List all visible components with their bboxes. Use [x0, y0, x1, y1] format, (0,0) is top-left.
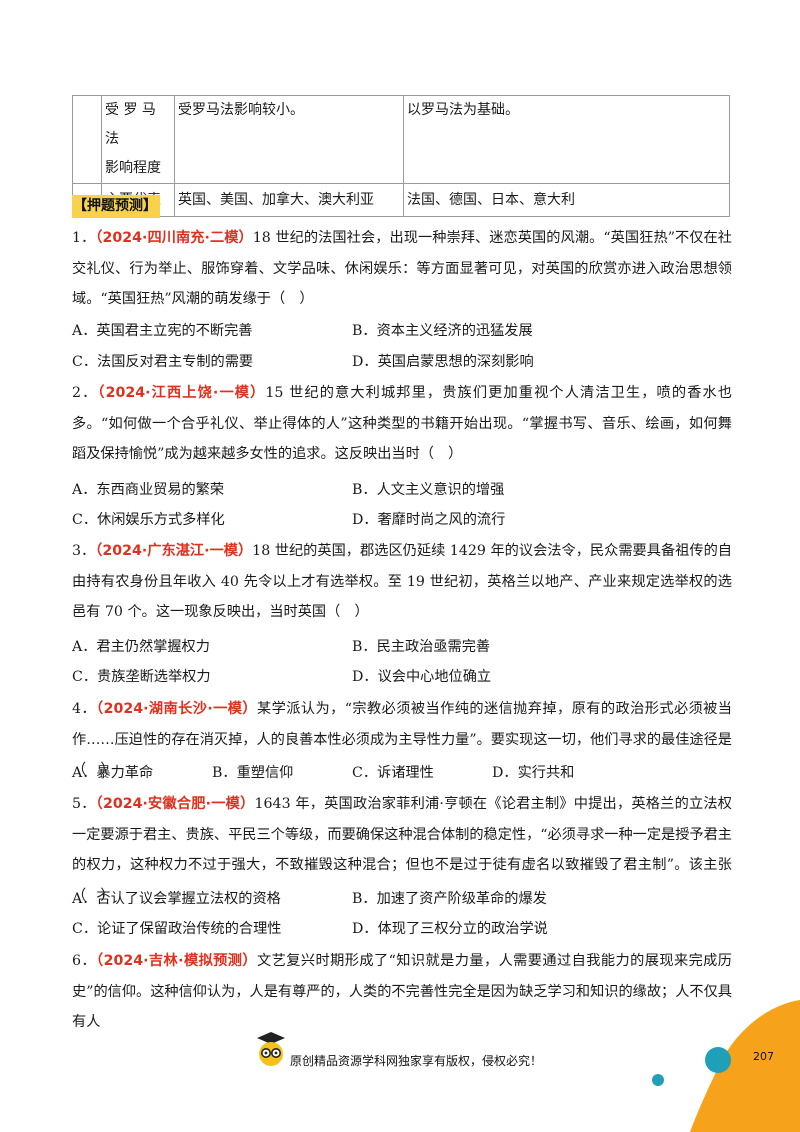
- question-stem: 1643 年，英国政治家菲利浦·亨顿在《论君主制》中提出，英格兰的立法权一定要源…: [72, 796, 732, 904]
- question-source: （2024·吉林·模拟预测）: [96, 953, 258, 969]
- row-label-line1: 受 罗 马 法: [105, 102, 156, 147]
- question-5: 5．（2024·安徽合肥·一模）1643 年，英国政治家菲利浦·亨顿在《论君主制…: [72, 796, 732, 904]
- table-cell: 受罗马法影响较小。: [174, 95, 404, 184]
- question-stem: 文艺复兴时期形成了“知识就是力量，人需要通过自我能力的展现来完成历史”的信仰。这…: [72, 953, 732, 1030]
- table-row: 主要代表 英国、美国、加拿大、澳大利亚 法国、德国、日本、意大利: [72, 183, 730, 217]
- option-a: A．暴力革命: [72, 765, 154, 781]
- page-number: 207: [753, 1050, 774, 1063]
- option-c: C．贵族垄断选举权力: [72, 669, 211, 685]
- copyright-notice: 原创精品资源学科网独家享有版权，侵权必究！: [290, 1054, 543, 1068]
- table-cell: 以罗马法为基础。: [403, 95, 730, 184]
- table-cell: 法国、德国、日本、意大利: [403, 183, 730, 217]
- option-b: B．民主政治亟需完善: [352, 639, 491, 655]
- option-d: D．议会中心地位确立: [352, 669, 492, 685]
- question-source: （2024·湖南长沙·一模）: [96, 701, 258, 717]
- mascot-icon: [257, 1032, 285, 1066]
- option-c: C．诉诸理性: [352, 765, 434, 781]
- row-label-line2: 影响程度: [105, 160, 161, 176]
- option-d: D．英国启蒙思想的深刻影响: [352, 354, 534, 370]
- option-b: B．人文主义意识的增强: [352, 482, 505, 498]
- option-a: A．否认了议会掌握立法权的资格: [72, 891, 281, 907]
- question-stem: 18 世纪的法国社会，出现一种崇拜、迷恋英国的风潮。“英国狂热”不仅在社交礼仪、…: [72, 230, 732, 307]
- question-source: （2024·安徽合肥·一模）: [95, 796, 255, 812]
- question-stem: 某学派认为，“宗教必须被当作纯的迷信抛弃掉，原有的政治形式必须被当作……压迫性的…: [72, 701, 732, 778]
- option-b: B．资本主义经济的迅猛发展: [352, 323, 533, 339]
- question-1: 1．（2024·四川南充·二模）18 世纪的法国社会，出现一种崇拜、迷恋英国的风…: [72, 230, 732, 307]
- option-b: B．加速了资产阶级革命的爆发: [352, 891, 547, 907]
- option-a: A．英国君主立宪的不断完善: [72, 323, 253, 339]
- question-stem: 15 世纪的意大利城邦里，贵族们更加重视个人清洁卫生，喷的香水也多。“如何做一个…: [72, 385, 732, 462]
- question-4: 4．（2024·湖南长沙·一模）某学派认为，“宗教必须被当作纯的迷信抛弃掉，原有…: [72, 701, 732, 778]
- corner-decoration: [652, 1000, 800, 1132]
- question-source: （2024·江西上饶·一模）: [97, 385, 266, 401]
- question-2: 2．（2024·江西上饶·一模）15 世纪的意大利城邦里，贵族们更加重视个人清洁…: [72, 385, 732, 462]
- option-d: D．实行共和: [492, 765, 575, 781]
- option-b: B．重塑信仰: [212, 765, 294, 781]
- option-d: D．奢靡时尚之风的流行: [352, 512, 506, 528]
- table-cell-label: 受 罗 马 法 影响程度: [101, 95, 175, 184]
- question-3: 3．（2024·广东湛江·一模）18 世纪的英国，郡选区仍延续 1429 年的议…: [72, 543, 732, 620]
- question-6: 6．（2024·吉林·模拟预测）文艺复兴时期形成了“知识就是力量，人需要通过自我…: [72, 953, 732, 1030]
- option-c: C．法国反对君主专制的需要: [72, 354, 254, 370]
- option-a: A．君主仍然掌握权力: [72, 639, 210, 655]
- comparison-table: 受 罗 马 法 影响程度 受罗马法影响较小。 以罗马法为基础。 主要代表 英国、…: [72, 95, 730, 217]
- question-stem: 18 世纪的英国，郡选区仍延续 1429 年的议会法令，民众需要具备祖传的自由持…: [72, 543, 732, 620]
- option-a: A．东西商业贸易的繁荣: [72, 482, 225, 498]
- option-c: C．论证了保留政治传统的合理性: [72, 921, 282, 937]
- option-c: C．休闲娱乐方式多样化: [72, 512, 225, 528]
- table-cell-blank: [72, 95, 102, 184]
- option-d: D．体现了三权分立的政治学说: [352, 921, 548, 937]
- table-row: 受 罗 马 法 影响程度 受罗马法影响较小。 以罗马法为基础。: [72, 95, 730, 184]
- question-source: （2024·广东湛江·一模）: [95, 543, 253, 559]
- table-cell: 英国、美国、加拿大、澳大利亚: [174, 183, 404, 217]
- section-tag: 【押题预测】: [72, 195, 160, 218]
- question-source: （2024·四川南充·二模）: [95, 230, 253, 246]
